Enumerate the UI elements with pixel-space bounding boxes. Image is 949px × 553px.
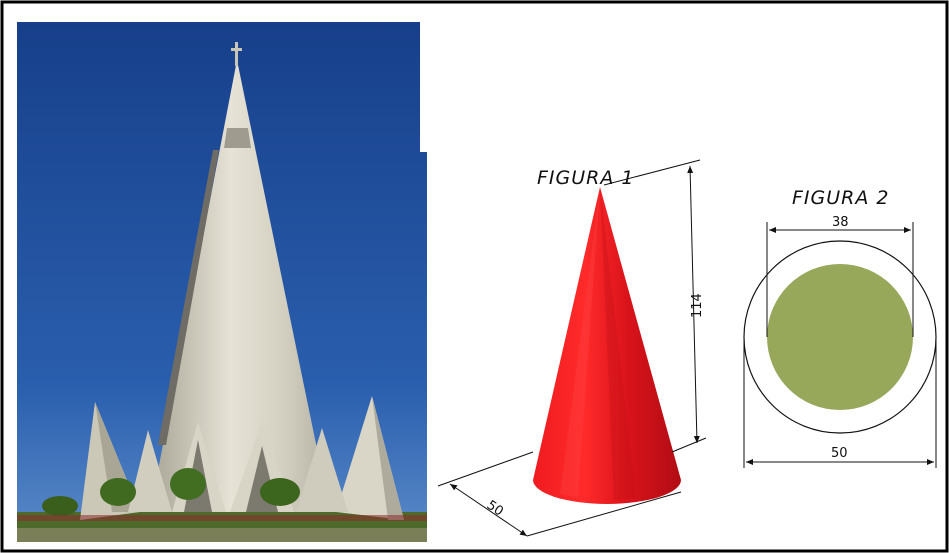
outer-diameter-dimension-label: 50: [831, 446, 848, 461]
figure2: FIGURA 2 38 50: [743, 187, 937, 468]
inner-circle: [767, 264, 913, 410]
photo-tower: [150, 60, 330, 512]
cone-body: [533, 187, 681, 504]
diameter-dimension-line: [449, 483, 528, 537]
diameter-dimension-label: 50: [484, 498, 506, 520]
inner-diameter-dimension-label: 38: [832, 215, 849, 230]
photo-tree: [100, 478, 136, 506]
figure2-label: FIGURA 2: [792, 187, 890, 209]
figure1: FIGURA 1 114 50: [437, 159, 707, 537]
height-dimension-label: 114: [690, 293, 705, 318]
figure1-label: FIGURA 1: [537, 167, 635, 189]
cathedral-photo: [17, 22, 428, 542]
height-dimension-line: [687, 165, 700, 444]
photo-cross: [235, 42, 238, 66]
